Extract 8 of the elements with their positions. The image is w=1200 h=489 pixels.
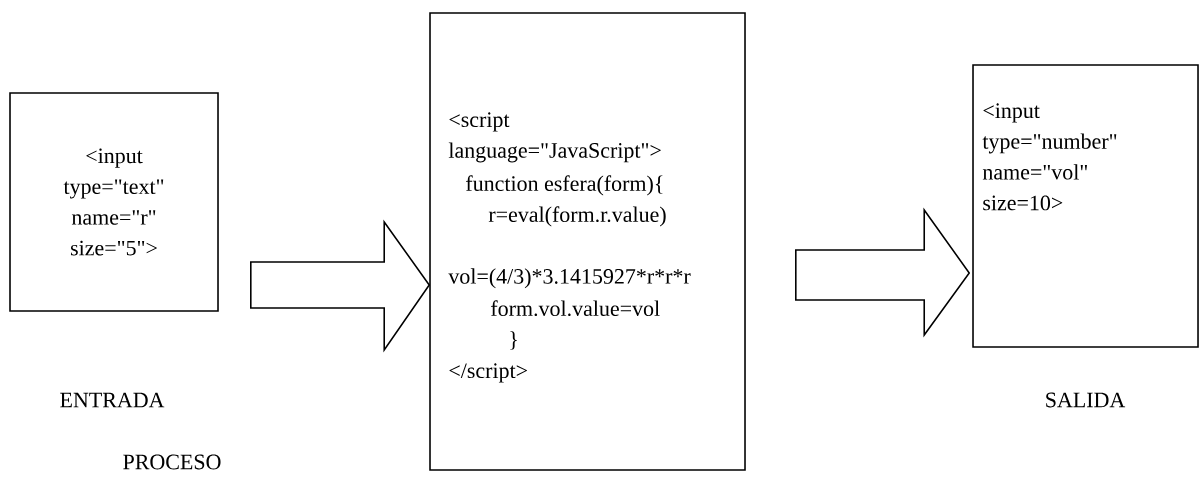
code-box: <script language="JavaScript"> function esfera(form){ r=eval(form.r.value) vol=(4/3)*3.1415927*r*r*r form.vol.value=vol } </script> [429, 12, 746, 471]
node-label: SALIDA [1046, 392, 1126, 408]
block-arrow [795, 207, 971, 338]
label-text: PROCESO [123, 454, 221, 470]
block-arrow [250, 219, 431, 353]
node-label: ENTRADA [60, 392, 165, 408]
input-box: <input type="text" name="r" size="5"> [9, 92, 219, 312]
output-box: <input type="number" name="vol" size=10> [972, 64, 1199, 348]
